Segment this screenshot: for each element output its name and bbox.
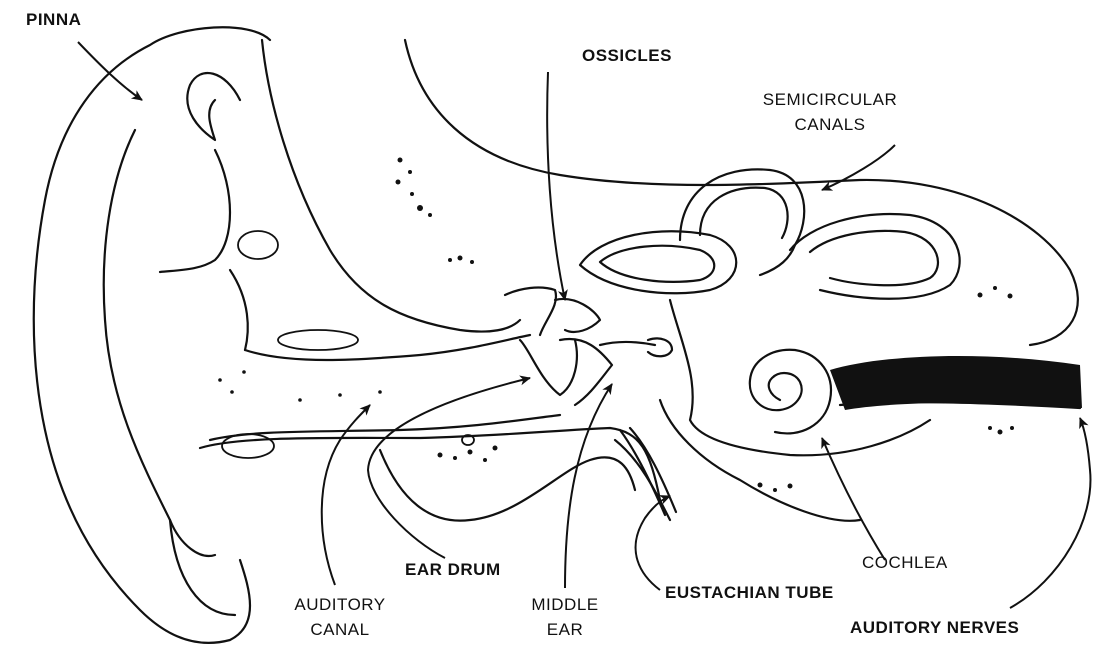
skull-contour	[262, 40, 520, 332]
ossicle-malleus	[505, 288, 556, 335]
semicircular-canal-anterior-inner	[600, 246, 714, 282]
label-pinna: PINNA	[26, 10, 81, 30]
label-cochlea: COCHLEA	[862, 553, 948, 573]
leader-auditory-nerves	[1010, 418, 1090, 608]
pinna-outline	[34, 27, 270, 643]
label-semicircular-line2: CANALS	[725, 115, 935, 135]
auditory-nerve	[830, 356, 1082, 410]
canal-upper	[245, 335, 530, 360]
label-auditory-canal-line1: AUDITORY	[258, 595, 422, 615]
label-semicircular-line1: SEMICIRCULAR	[725, 90, 935, 110]
cochlea-spiral	[750, 350, 831, 434]
skull-top	[405, 40, 1078, 345]
pinna-lobule	[170, 520, 235, 615]
leader-semicircular	[822, 145, 895, 190]
pinna-tragus	[230, 270, 248, 350]
leader-ear-drum	[368, 378, 530, 558]
leader-ossicles	[547, 72, 565, 300]
label-eustachian-tube: EUSTACHIAN TUBE	[665, 583, 834, 603]
label-auditory-nerves: AUDITORY NERVES	[850, 618, 1019, 638]
semicircular-canal-posterior-inner	[810, 231, 938, 285]
ear-drum	[520, 340, 577, 395]
leader-pinna	[78, 42, 142, 100]
pinna-helix	[187, 73, 240, 140]
label-ossicles: OSSICLES	[582, 46, 672, 66]
pinna-antihelix	[160, 150, 230, 272]
ossicle-incus	[555, 299, 600, 332]
label-ear-drum: EAR DRUM	[405, 560, 501, 580]
semicircular-canal-superior-inner	[700, 188, 788, 238]
label-middle-ear-line1: MIDDLE	[495, 595, 635, 615]
pinna-inner-fold	[104, 130, 215, 556]
label-middle-ear-line2: EAR	[495, 620, 635, 640]
ossicle-stapes	[600, 338, 672, 356]
temporal-bone	[380, 450, 635, 521]
semicircular-canal-posterior	[790, 214, 960, 299]
label-auditory-canal-line2: CANAL	[258, 620, 422, 640]
leader-middle-ear	[565, 384, 612, 588]
leader-lines	[78, 42, 1090, 608]
leader-cochlea	[822, 438, 885, 560]
bone-cavities	[222, 231, 474, 458]
